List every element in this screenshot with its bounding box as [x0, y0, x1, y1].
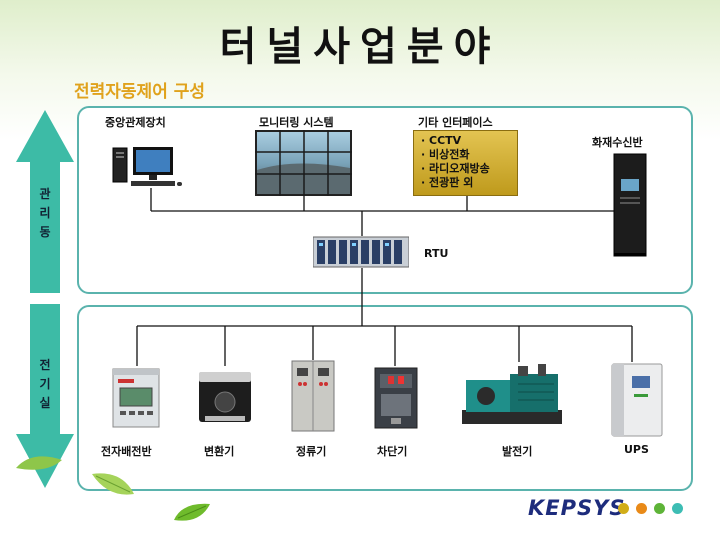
rtu-label: RTU: [424, 247, 449, 260]
leaf-decoration-icon: [16, 456, 134, 495]
leaf-decoration-icon: [174, 503, 210, 521]
kepsys-logo: KEPSYS: [528, 496, 626, 520]
ups-icon: [611, 363, 663, 437]
central-control-label: 중앙관제장치: [105, 116, 166, 129]
fire-receiver-cabinet-icon: [613, 153, 647, 257]
logo-dot: [618, 503, 629, 514]
device-label: 전자배전반: [101, 445, 152, 458]
interface-item: · 비상전화: [421, 148, 470, 161]
vertical-arrow: [16, 110, 74, 488]
other-interface-box: · CCTV · 비상전화 · 라디오재방송 · 전광판 외: [413, 130, 518, 196]
interface-item: · CCTV: [421, 134, 462, 147]
converter-icon: [199, 372, 251, 422]
device-label: 정류기: [296, 445, 327, 458]
circuit-breaker-icon: [374, 367, 418, 429]
logo-dot: [654, 503, 665, 514]
generator-icon: [462, 364, 562, 424]
other-interface-label: 기타 인터페이스: [418, 116, 493, 129]
device-label: 발전기: [502, 445, 533, 458]
device-label: 차단기: [377, 445, 408, 458]
digital-switchboard-icon: [112, 368, 160, 428]
rtu-rack-icon: [313, 236, 409, 268]
device-label: UPS: [624, 443, 649, 456]
interface-item: · 라디오재방송: [421, 162, 490, 175]
logo-dot: [636, 503, 647, 514]
rectifier-icon: [291, 360, 335, 432]
interface-item: · 전광판 외: [421, 176, 474, 189]
logo-dot: [672, 503, 683, 514]
monitoring-system-label: 모니터링 시스템: [259, 116, 334, 129]
arrow-up-shape: [16, 110, 74, 293]
device-label: 변환기: [204, 445, 235, 458]
fire-receiver-label: 화재수신반: [592, 136, 643, 149]
computer-icon: [112, 147, 182, 186]
page-title: 터널사업분야: [219, 24, 501, 70]
arrow-down-shape: [16, 304, 74, 488]
section-subtitle: 전력자동제어 구성: [74, 82, 206, 102]
video-wall-icon: [255, 130, 352, 196]
